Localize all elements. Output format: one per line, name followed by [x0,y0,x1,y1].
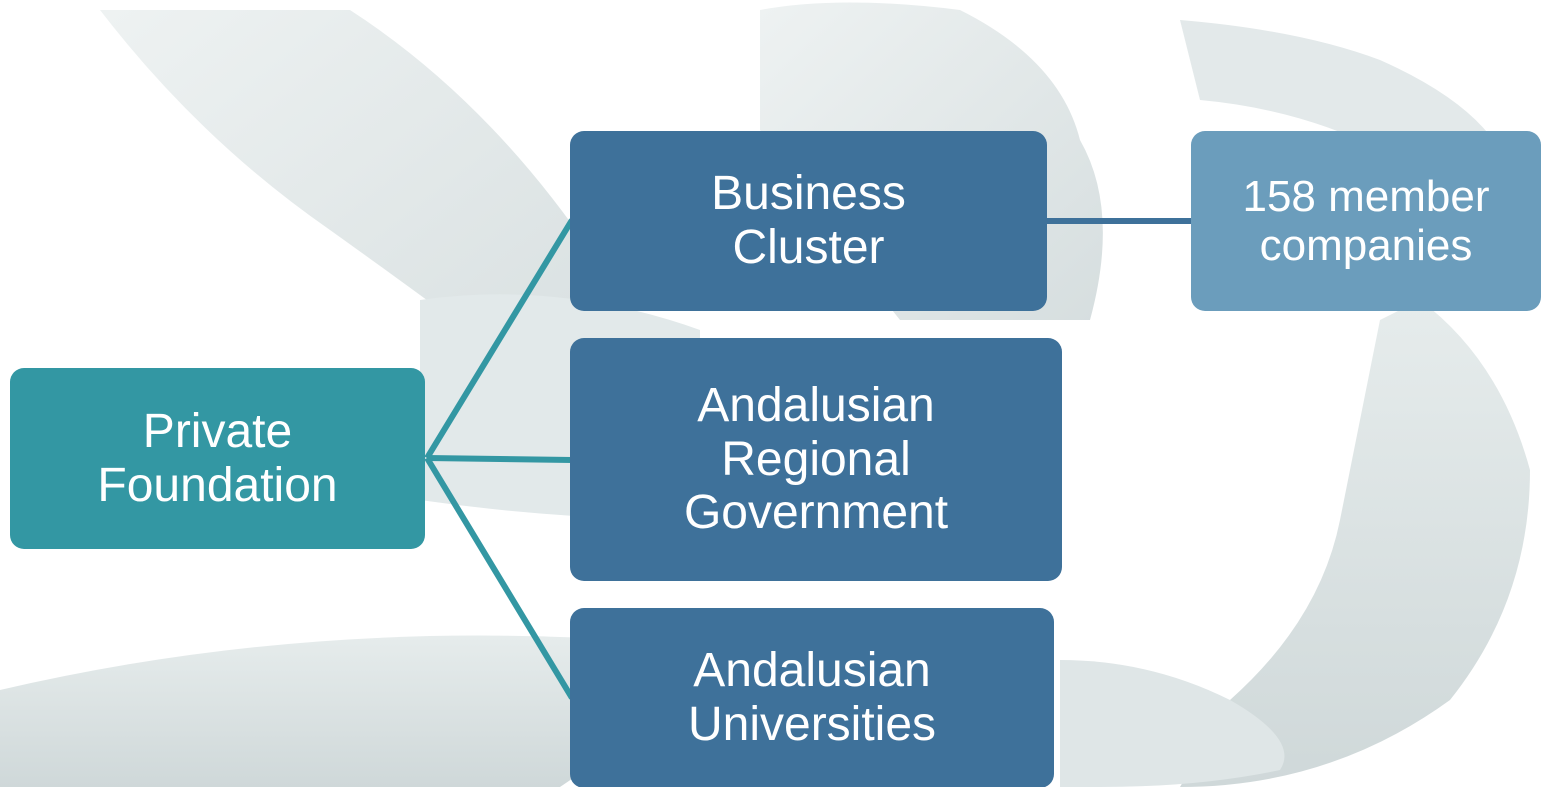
node-business-cluster-label: Business Cluster [711,167,906,274]
connector-root-to-business-cluster [424,218,575,460]
connector-root-to-regional-government [426,455,573,463]
node-andalusian-regional-government-label: Andalusian Regional Government [683,378,949,540]
node-andalusian-universities: Andalusian Universities [570,608,1054,787]
arm-shape [0,635,700,787]
node-member-companies: 158 member companies [1191,131,1541,311]
node-business-cluster: Business Cluster [570,131,1047,311]
connector-root-to-universities [424,456,575,700]
node-andalusian-universities-label: Andalusian Universities [687,644,937,751]
node-member-companies-label: 158 member companies [1242,171,1490,270]
arm-shape [1180,300,1530,787]
node-private-foundation-label: Private Foundation [97,404,338,512]
node-private-foundation: Private Foundation [10,368,425,549]
hand-shape [1180,20,1500,160]
node-andalusian-regional-government: Andalusian Regional Government [570,338,1062,581]
hand-shape [1060,660,1285,787]
